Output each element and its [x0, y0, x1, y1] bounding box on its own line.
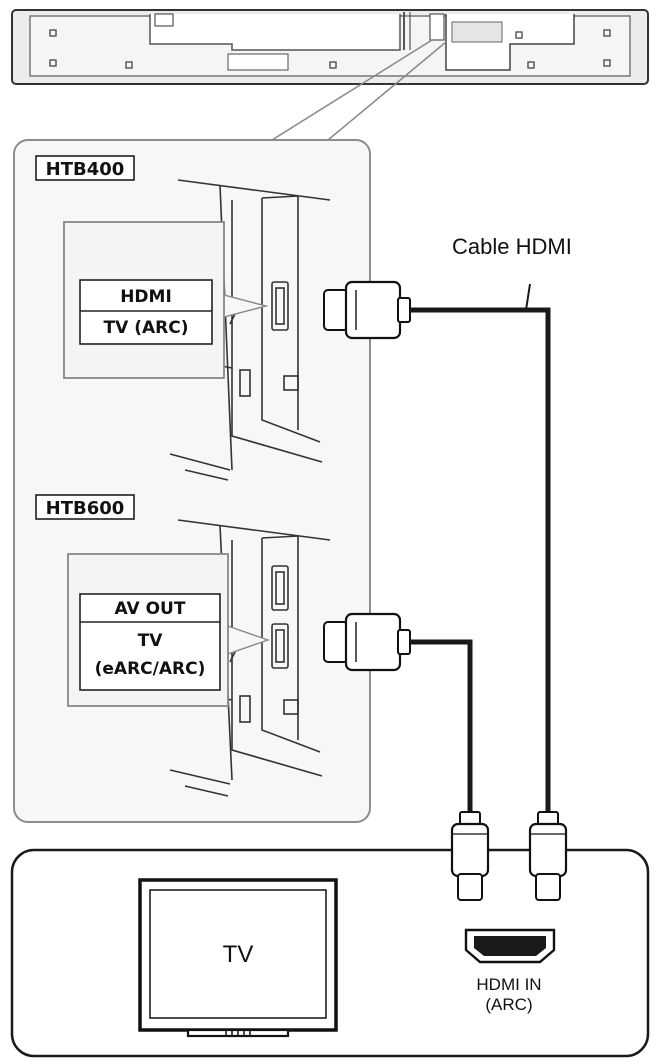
htb400-model-label: HTB400: [46, 159, 125, 180]
hdmi-cable-htb600: [323, 612, 473, 870]
htb600-section: HTB600: [35, 494, 331, 797]
htb400-port-name: HDMI: [120, 287, 172, 307]
soundbar-top-view: [11, 9, 649, 85]
htb600-port-mode: TV: [138, 631, 164, 651]
tv-icon: [138, 878, 338, 1038]
cable-label: Cable HDMI: [452, 234, 572, 259]
htb400-model-box: [35, 155, 135, 181]
htb600-model-label: HTB600: [46, 498, 125, 519]
tv-end-plug-htb400: [528, 811, 568, 901]
tv-hdmi-in-port: [464, 928, 556, 964]
htb600-port-mode-detail: (eARC/ARC): [95, 659, 206, 679]
tv-port-mode: (ARC): [485, 995, 532, 1014]
htb400-port-label-box: [79, 279, 213, 345]
htb400-port-mode: TV (ARC): [104, 318, 189, 338]
tv-label: TV: [223, 941, 254, 968]
hdmi-cable-htb400: [323, 280, 551, 870]
soundbar-port-panel: HTB400: [13, 139, 371, 823]
htb600-model-box: [35, 494, 135, 520]
tv-port-name: HDMI IN: [476, 975, 541, 994]
tv-area: TV HDMI IN (ARC): [10, 811, 650, 1058]
htb400-section: HTB400: [35, 155, 331, 481]
htb600-port-name: AV OUT: [115, 599, 186, 619]
zoom-callout: [271, 39, 447, 141]
tv-end-plug-htb600: [450, 811, 490, 901]
htb600-port-label-box: [79, 593, 221, 691]
